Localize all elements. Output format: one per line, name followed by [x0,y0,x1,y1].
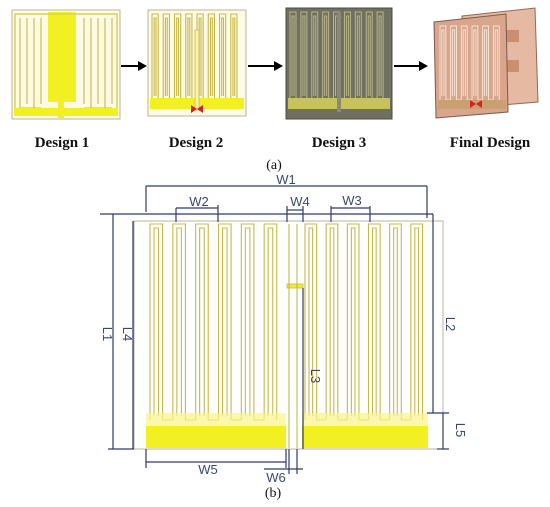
design-3-image [285,7,393,120]
design-1-caption: Design 1 [35,135,90,151]
dim-label-w2: W2 [189,194,209,209]
design-2-caption: Design 2 [169,135,224,151]
dim-label-w6: W6 [266,470,286,485]
subfigure-a-label: (a) [266,158,282,173]
design-3-caption: Design 3 [312,135,367,151]
left-ground-strip [146,426,286,448]
dimensioned-layout [100,185,449,474]
dim-label-l5: L5 [453,423,468,437]
design-1-image [11,9,121,120]
dim-label-w4: W4 [290,194,310,209]
dim-label-w1: W1 [276,172,296,187]
dim-label-w3: W3 [342,193,362,208]
dim-label-w5: W5 [198,462,218,477]
dim-label-l1: L1 [100,327,115,341]
dim-label-l4: L4 [120,327,135,341]
arrow-1 [121,61,147,71]
right-ground-strip [302,426,428,448]
arrow-2 [248,61,283,71]
final-design-caption: Final Design [450,135,531,151]
dim-label-l2: L2 [443,317,458,331]
dim-label-l3: L3 [308,369,323,383]
arrow-3 [394,61,428,71]
final-design-image [433,7,539,119]
subfigure-b-label: (b) [265,486,282,501]
design-2-image [147,9,247,117]
